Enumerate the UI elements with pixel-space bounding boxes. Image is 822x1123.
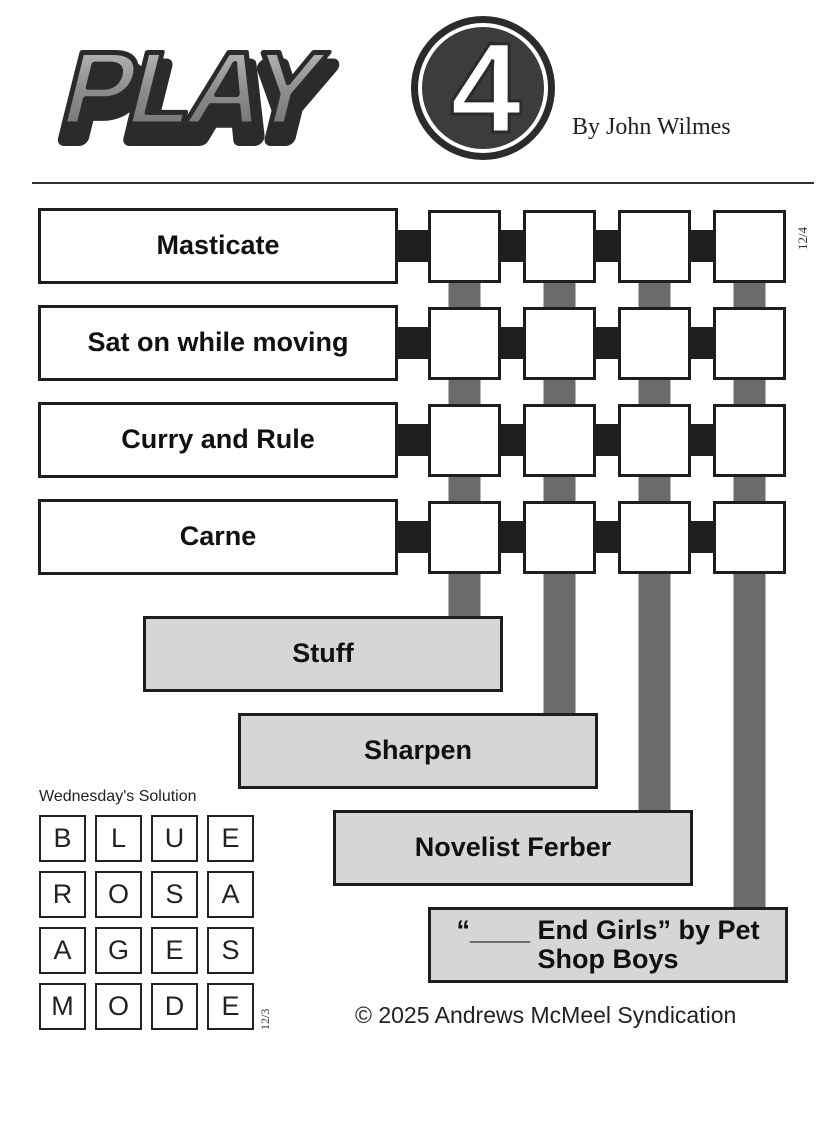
logo-number: 4: [450, 17, 521, 160]
logo-shadow-text: PLAY: [53, 44, 336, 160]
grid-cell[interactable]: [618, 210, 691, 283]
solution-cell: M: [39, 983, 86, 1030]
grid-cell[interactable]: [713, 307, 786, 380]
row-clue-3: Curry and Rule: [38, 402, 398, 478]
row-connector-block: [689, 327, 715, 359]
solution-cell: D: [151, 983, 198, 1030]
column-clue-4: “____ End Girls” by Pet Shop Boys: [428, 907, 788, 983]
grid-cell[interactable]: [618, 307, 691, 380]
solution-cell: A: [39, 927, 86, 974]
grid-cell[interactable]: [713, 501, 786, 574]
row-connector-block: [689, 521, 715, 553]
grid-cell[interactable]: [523, 307, 596, 380]
row-connector-block: [689, 230, 715, 262]
solution-date-code: 12/3: [258, 1008, 272, 1030]
puzzle-date-code: 12/4: [795, 226, 810, 250]
row-clue-1: Masticate: [38, 208, 398, 284]
grid-cell[interactable]: [428, 501, 501, 574]
row-connector-block: [594, 230, 620, 262]
solution-cell: S: [207, 927, 254, 974]
column-clue-3: Novelist Ferber: [333, 810, 693, 886]
copyright: © 2025 Andrews McMeel Syndication: [355, 1002, 737, 1028]
solution-cell: E: [207, 983, 254, 1030]
solution-cell: E: [151, 927, 198, 974]
grid-cell[interactable]: [713, 404, 786, 477]
solution-cell: O: [95, 871, 142, 918]
grid-cell[interactable]: [618, 501, 691, 574]
solution-cell: U: [151, 815, 198, 862]
grid-cell[interactable]: [618, 404, 691, 477]
grid-cell[interactable]: [428, 307, 501, 380]
solution-cell: R: [39, 871, 86, 918]
row-connector-block: [594, 424, 620, 456]
column-clue-1: Stuff: [143, 616, 503, 692]
row-connector-block: [499, 230, 525, 262]
row-connector-block: [689, 424, 715, 456]
grid-cell[interactable]: [713, 210, 786, 283]
solution-cell: E: [207, 815, 254, 862]
grid-cell[interactable]: [523, 210, 596, 283]
solution-cell: O: [95, 983, 142, 1030]
row-connector-block: [499, 521, 525, 553]
row-connector-block: [499, 424, 525, 456]
byline: By John Wilmes: [572, 114, 731, 140]
solution-cell: A: [207, 871, 254, 918]
solution-cell: G: [95, 927, 142, 974]
solution-cell: L: [95, 815, 142, 862]
solution-title: Wednesday's Solution: [39, 788, 197, 805]
logo-word: PLAY: [51, 30, 334, 146]
column-clue-2: Sharpen: [238, 713, 598, 789]
grid-cell[interactable]: [428, 210, 501, 283]
solution-cell: S: [151, 871, 198, 918]
grid-cell[interactable]: [428, 404, 501, 477]
row-clue-4: Carne: [38, 499, 398, 575]
row-connector-block: [594, 521, 620, 553]
play4-logo: PLAY PLAY 4: [45, 16, 555, 169]
header-divider: [32, 182, 814, 184]
grid-cell[interactable]: [523, 404, 596, 477]
row-connector-block: [594, 327, 620, 359]
row-connector-block: [499, 327, 525, 359]
solution-cell: B: [39, 815, 86, 862]
grid-cell[interactable]: [523, 501, 596, 574]
row-clue-2: Sat on while moving: [38, 305, 398, 381]
